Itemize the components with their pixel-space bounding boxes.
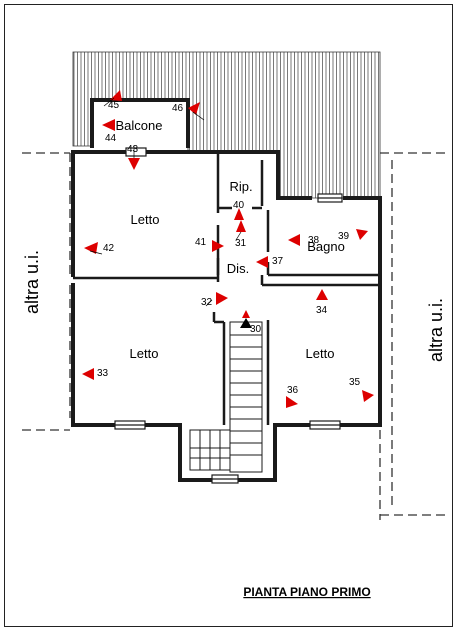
- camera-direction-icon: [84, 242, 98, 254]
- room-label-balcone: Balcone: [116, 118, 163, 133]
- sheet-border: [4, 4, 453, 627]
- camera-direction-icon: [234, 208, 244, 220]
- photo-marker-46: 46: [172, 102, 205, 121]
- photo-markers: 45 46 44 43 40: [82, 90, 374, 408]
- room-label-letto-se: Letto: [306, 346, 335, 361]
- photo-marker-31: 31: [235, 220, 247, 249]
- photo-marker-label: 42: [103, 243, 115, 254]
- camera-direction-icon: [212, 240, 224, 252]
- photo-marker-40: 40: [233, 200, 245, 220]
- camera-direction-icon: [128, 158, 140, 170]
- photo-marker-37: 37: [256, 256, 284, 268]
- photo-marker-label: 40: [233, 200, 245, 211]
- neighbor-right-outline: [379, 152, 446, 520]
- photo-marker-34: 34: [316, 289, 328, 316]
- camera-direction-icon: [362, 390, 374, 402]
- photo-marker-39: 39: [338, 229, 368, 242]
- camera-direction-icon: [188, 102, 200, 115]
- photo-marker-label: 44: [105, 133, 117, 144]
- camera-direction-icon: [240, 318, 252, 328]
- photo-marker-label: 32: [201, 297, 213, 308]
- photo-marker-44: 44: [102, 119, 117, 144]
- room-label-rip: Rip.: [229, 179, 252, 194]
- photo-marker-label: 33: [97, 368, 109, 379]
- photo-marker-label: 37: [272, 256, 284, 267]
- photo-marker-label: 34: [316, 305, 328, 316]
- photo-marker-45: 45: [103, 90, 122, 111]
- photo-marker-label: 41: [195, 237, 207, 248]
- photo-marker-30: 30: [240, 310, 262, 335]
- room-label-dis: Dis.: [227, 261, 249, 276]
- neighbor-label-left: altra u.i.: [22, 250, 42, 314]
- photo-marker-33: 33: [82, 368, 109, 380]
- photo-marker-42: 42: [84, 242, 115, 255]
- drawing-title: PIANTA PIANO PRIMO: [243, 585, 370, 599]
- photo-marker-label: 45: [108, 100, 120, 111]
- camera-direction-icon: [288, 234, 300, 246]
- photo-marker-label: 35: [349, 377, 361, 388]
- room-label-letto-nw: Letto: [131, 212, 160, 227]
- neighbor-left-outline: [22, 152, 71, 431]
- camera-direction-icon: [316, 289, 328, 300]
- room-label-letto-sw: Letto: [130, 346, 159, 361]
- camera-direction-icon: [356, 229, 368, 240]
- photo-marker-43: 43: [127, 144, 140, 170]
- photo-marker-32: 32: [201, 292, 228, 308]
- photo-marker-38: 38: [288, 234, 320, 246]
- photo-marker-label: 31: [235, 238, 247, 249]
- camera-direction-icon: [216, 292, 228, 305]
- photo-marker-label: 30: [250, 324, 262, 335]
- camera-direction-icon: [102, 119, 115, 131]
- camera-direction-icon: [236, 220, 246, 232]
- photo-marker-label: 43: [127, 144, 139, 155]
- camera-direction-icon: [110, 90, 122, 101]
- camera-direction-icon: [256, 256, 268, 268]
- photo-marker-label: 46: [172, 103, 184, 114]
- camera-direction-icon: [82, 368, 94, 380]
- photo-marker-36: 36: [286, 385, 299, 408]
- photo-marker-label: 39: [338, 231, 350, 242]
- neighbor-label-right: altra u.i.: [426, 298, 446, 362]
- photo-marker-35: 35: [349, 377, 374, 402]
- staircase: [189, 321, 263, 473]
- photo-marker-label: 36: [287, 385, 299, 396]
- room-label-bagno: Bagno: [307, 239, 345, 254]
- camera-direction-icon: [286, 396, 298, 408]
- photo-marker-41: 41: [195, 237, 224, 252]
- walls: [71, 98, 382, 482]
- windows: [114, 147, 343, 484]
- partitions: [73, 152, 380, 425]
- photo-marker-label: 38: [308, 235, 320, 246]
